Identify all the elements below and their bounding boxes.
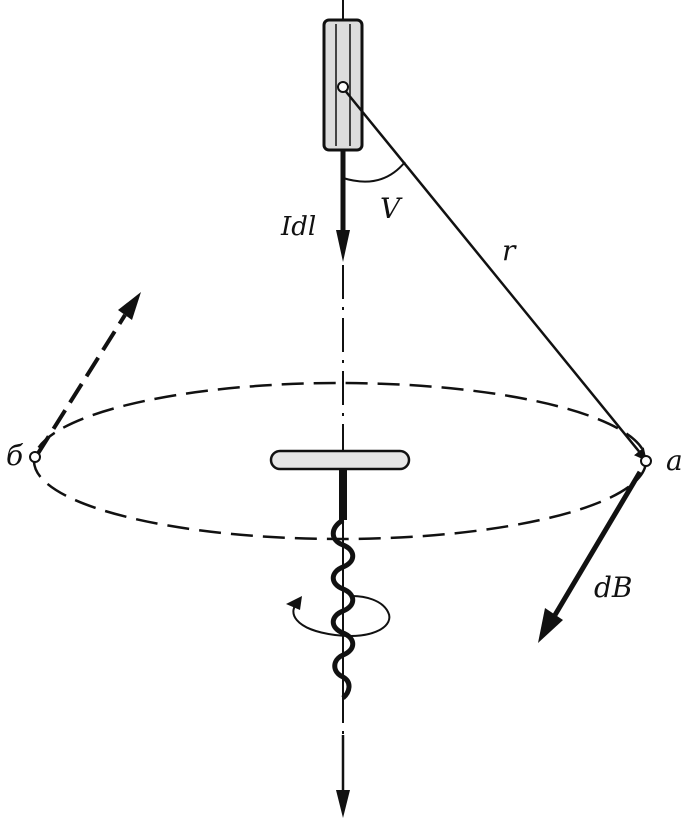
field-vector-b-dashed [35,292,141,457]
label-angle: V [380,192,403,225]
label-point-b: б [6,439,24,472]
point-b [29,451,41,463]
label-field-element: dB [594,571,633,604]
label-current-element: Idl [280,212,316,242]
label-point-a: a [666,444,683,477]
label-radius: r [502,234,517,267]
origin-point [337,81,349,93]
rotation-arrow [286,595,391,637]
axis-arrow [336,735,350,818]
current-element-arrow [336,150,350,262]
field-vector-db [538,470,643,643]
radius-vector [342,87,647,461]
corkscrew-screw [330,469,356,700]
point-a [640,455,652,467]
corkscrew-handle [269,449,411,471]
angle-arc [342,161,406,183]
